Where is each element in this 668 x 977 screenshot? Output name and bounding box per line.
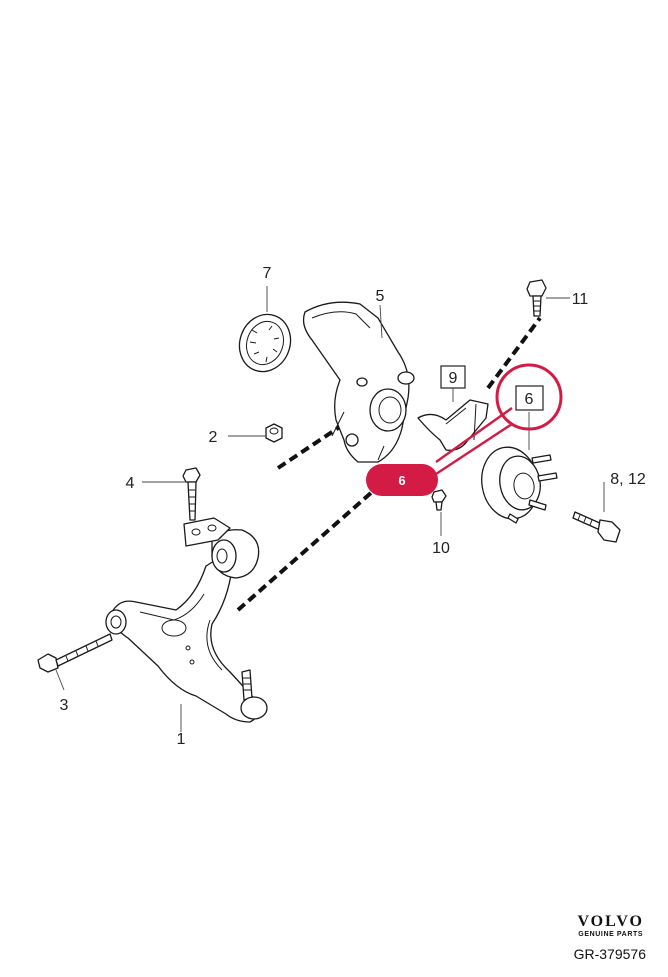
- brand-logo: VOLVO: [577, 913, 644, 930]
- callout-9: 9: [449, 370, 458, 387]
- leader-lines: [55, 286, 605, 732]
- bolt-10-part: [431, 489, 447, 511]
- steering-knuckle-part: [302, 301, 415, 463]
- assembly-guide-lines: [236, 316, 542, 612]
- highlight-pill[interactable]: [366, 464, 438, 496]
- wheel-hub-part: [481, 446, 558, 524]
- lock-ring-part: [238, 313, 292, 373]
- callout-1: 1: [177, 731, 186, 748]
- part-6-highlight: 6: [366, 363, 563, 496]
- nut-2-part: [265, 423, 283, 443]
- callout-11: 11: [572, 291, 589, 308]
- bolt-3-part: [37, 633, 113, 673]
- highlight-circle: [495, 363, 563, 431]
- callout-10: 10: [432, 540, 450, 557]
- control-arm-part: [105, 517, 268, 723]
- callout-2: 2: [209, 429, 218, 446]
- callout-8-12: 8, 12: [610, 471, 646, 488]
- bolt-11-part: [526, 279, 547, 317]
- callout-box-9: [440, 365, 466, 389]
- callout-3: 3: [60, 697, 69, 714]
- diagram-reference-code: GR-379576: [573, 946, 646, 962]
- splash-shield-part: [417, 399, 489, 451]
- callout-5: 5: [376, 288, 385, 305]
- callout-7: 7: [263, 265, 272, 282]
- volvo-brand-mark: VOLVO GENUINE PARTS: [577, 914, 644, 939]
- callout-6: 6: [525, 391, 534, 408]
- bolt-4-part: [182, 467, 201, 521]
- callout-box-6: [515, 385, 544, 411]
- brand-subtitle: GENUINE PARTS: [578, 931, 644, 938]
- hub-bolt-part: [572, 511, 621, 543]
- highlight-pill-label: 6: [398, 473, 405, 488]
- callout-4: 4: [126, 475, 135, 492]
